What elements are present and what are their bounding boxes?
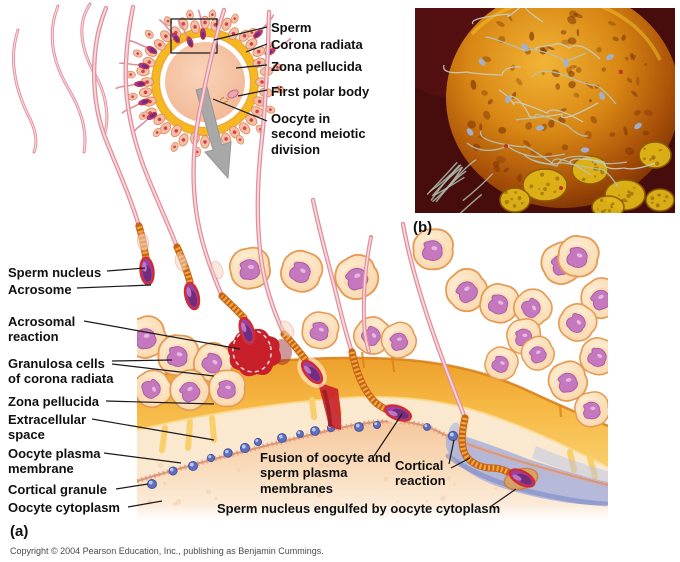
- granulosa-cell: [520, 335, 555, 371]
- tiny-sperm: [177, 19, 194, 48]
- granulosa-cell: [557, 235, 600, 278]
- label-oocyte-plasma-membrane: Oocyte plasma membrane: [8, 446, 101, 477]
- granulosa-cell: [137, 315, 168, 359]
- granulosa-cell: [579, 337, 608, 376]
- granulosa-cell: [547, 360, 589, 402]
- tiny-sperm: [158, 19, 181, 44]
- label-zona-pellucida: Zona pellucida: [8, 394, 100, 409]
- label-cortical-reaction: Cortical reaction: [395, 458, 446, 489]
- sperm-head: [238, 316, 256, 346]
- main-fertilization-diagram: [91, 4, 608, 520]
- tiny-sperm: [121, 98, 150, 114]
- tiny-sperm: [119, 62, 150, 70]
- granulosa-cell: [380, 321, 417, 359]
- sperm: [123, 4, 201, 311]
- panel-b-tag: (b): [413, 219, 433, 236]
- panel-a-tag: (a): [10, 523, 29, 540]
- label-oocyte-second-meiotic: Oocyte in second meiotic division: [271, 111, 366, 157]
- label-corona-radiata: Corona radiata: [271, 37, 363, 52]
- granulosa-cell: [479, 283, 520, 324]
- label-cortical-granule: Cortical granule: [8, 482, 107, 497]
- sperm: [310, 197, 412, 422]
- sem-photo-panel: [415, 8, 675, 213]
- granulosa-cell: [513, 288, 553, 327]
- granulosa-cell: [157, 334, 200, 377]
- granulosa-cell: [301, 311, 340, 350]
- tiny-sperm: [128, 39, 158, 55]
- label-acrosome: Acrosome: [8, 282, 72, 297]
- sperm-group: [91, 4, 539, 491]
- label-oocyte-cytoplasm: Oocyte cytoplasm: [8, 500, 120, 515]
- label-fusion-membranes: Fusion of oocyte and sperm plasma membra…: [260, 450, 391, 496]
- sperm-head: [183, 281, 201, 311]
- sperm: [91, 5, 155, 286]
- label-extracellular-space: Extracellular space: [8, 412, 87, 443]
- label-acrosomal-reaction: Acrosomal reaction: [8, 314, 76, 345]
- label-first-polar-body: First polar body: [271, 84, 370, 99]
- granulosa-cell: [445, 267, 489, 313]
- sperm-head: [139, 256, 155, 286]
- granulosa-cell: [557, 303, 598, 342]
- granulosa-cell: [412, 228, 454, 271]
- label-sperm: Sperm: [271, 20, 312, 35]
- granulosa-cell: [574, 391, 608, 428]
- granulosa-cell: [280, 249, 324, 293]
- tiny-sperm: [115, 80, 146, 90]
- leader-lines: [76, 26, 517, 508]
- granulosa-cell: [137, 369, 173, 409]
- granulosa-cell: [484, 346, 519, 381]
- zoom-arrow: [195, 86, 232, 180]
- copyright-line: Copyright © 2004 Pearson Education, Inc.…: [10, 546, 324, 556]
- sperm-head: [508, 468, 536, 488]
- sperm: [400, 221, 536, 488]
- label-granulosa-cells: Granulosa cells of corona radiata: [8, 356, 114, 387]
- inset-oocyte-diagram: [11, 2, 292, 158]
- granulosa-cell: [580, 277, 608, 320]
- label-sperm-nucleus: Sperm nucleus: [8, 265, 102, 280]
- sperm-head: [384, 404, 412, 422]
- label-zona-pellucida-inset: Zona pellucida: [271, 59, 363, 74]
- label-sperm-engulfed: Sperm nucleus engulfed by oocyte cytopla…: [217, 501, 501, 516]
- sperm-head: [300, 359, 324, 385]
- sperm: [191, 7, 256, 346]
- sperm: [255, 9, 324, 385]
- granulosa-cell: [208, 369, 246, 408]
- granulosa-cell: [169, 369, 211, 412]
